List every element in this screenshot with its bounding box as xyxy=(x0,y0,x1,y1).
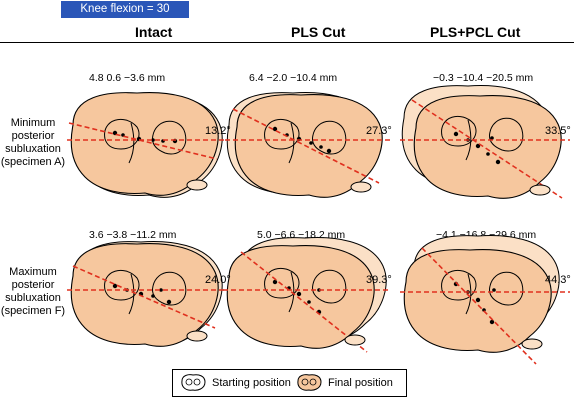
knee-flexion-badge: Knee flexion = 30 xyxy=(61,1,189,18)
column-title-pls-pcl-cut: PLS+PCL Cut xyxy=(430,24,521,40)
rotation-angle: 27.3° xyxy=(366,125,392,137)
header-divider xyxy=(0,42,574,43)
row-label-line: Maximum xyxy=(9,266,57,278)
panel-pls-pcl-cut-minimum xyxy=(400,85,570,199)
rotation-angle: 13.2° xyxy=(205,125,231,137)
rotation-angle: 33.5° xyxy=(545,125,571,137)
legend-label-final: Final position xyxy=(328,377,393,389)
translation-values: 3.6 −3.8 −11.2 mm xyxy=(89,229,177,241)
legend-label-starting: Starting position xyxy=(212,377,291,389)
legend: Starting position Final position xyxy=(172,369,407,397)
column-title-pls-cut: PLS Cut xyxy=(291,24,346,40)
row-label-line: subluxation xyxy=(5,143,61,155)
legend-item-starting: Starting position xyxy=(179,370,291,396)
panel-pls-cut-minimum xyxy=(225,92,391,198)
panel-pls-pcl-cut-maximum xyxy=(400,235,570,365)
panel-intact-minimum xyxy=(67,92,227,198)
rotation-angle: 39.3° xyxy=(366,274,392,286)
panel-intact-maximum xyxy=(67,241,227,347)
row-label-line: (specimen A) xyxy=(0,156,66,168)
rotation-angle: 44.3° xyxy=(545,274,571,286)
row-label-line: posterior xyxy=(11,279,55,291)
panel-pls-cut-maximum xyxy=(223,237,391,353)
legend-item-final: Final position xyxy=(295,370,393,396)
row-label-line: posterior xyxy=(11,130,55,142)
rotation-angle: 24.0° xyxy=(205,274,231,286)
tibial-plateau-filled-icon xyxy=(297,374,322,391)
row-label-line: (specimen F) xyxy=(0,305,66,317)
translation-values: −0.3 −10.4 −20.5 mm xyxy=(433,72,534,84)
column-title-intact: Intact xyxy=(135,24,173,40)
tibial-plateau-outline-icon xyxy=(181,374,206,391)
translation-values: 4.8 0.6 −3.6 mm xyxy=(89,72,166,84)
row-label-maximum: Maximum posterior subluxation (specimen … xyxy=(0,266,66,318)
translation-values: 6.4 −2.0 −10.4 mm xyxy=(249,72,338,84)
row-label-line: subluxation xyxy=(5,292,61,304)
row-label-minimum: Minimum posterior subluxation (specimen … xyxy=(0,117,66,169)
row-label-line: Minimum xyxy=(10,117,56,129)
